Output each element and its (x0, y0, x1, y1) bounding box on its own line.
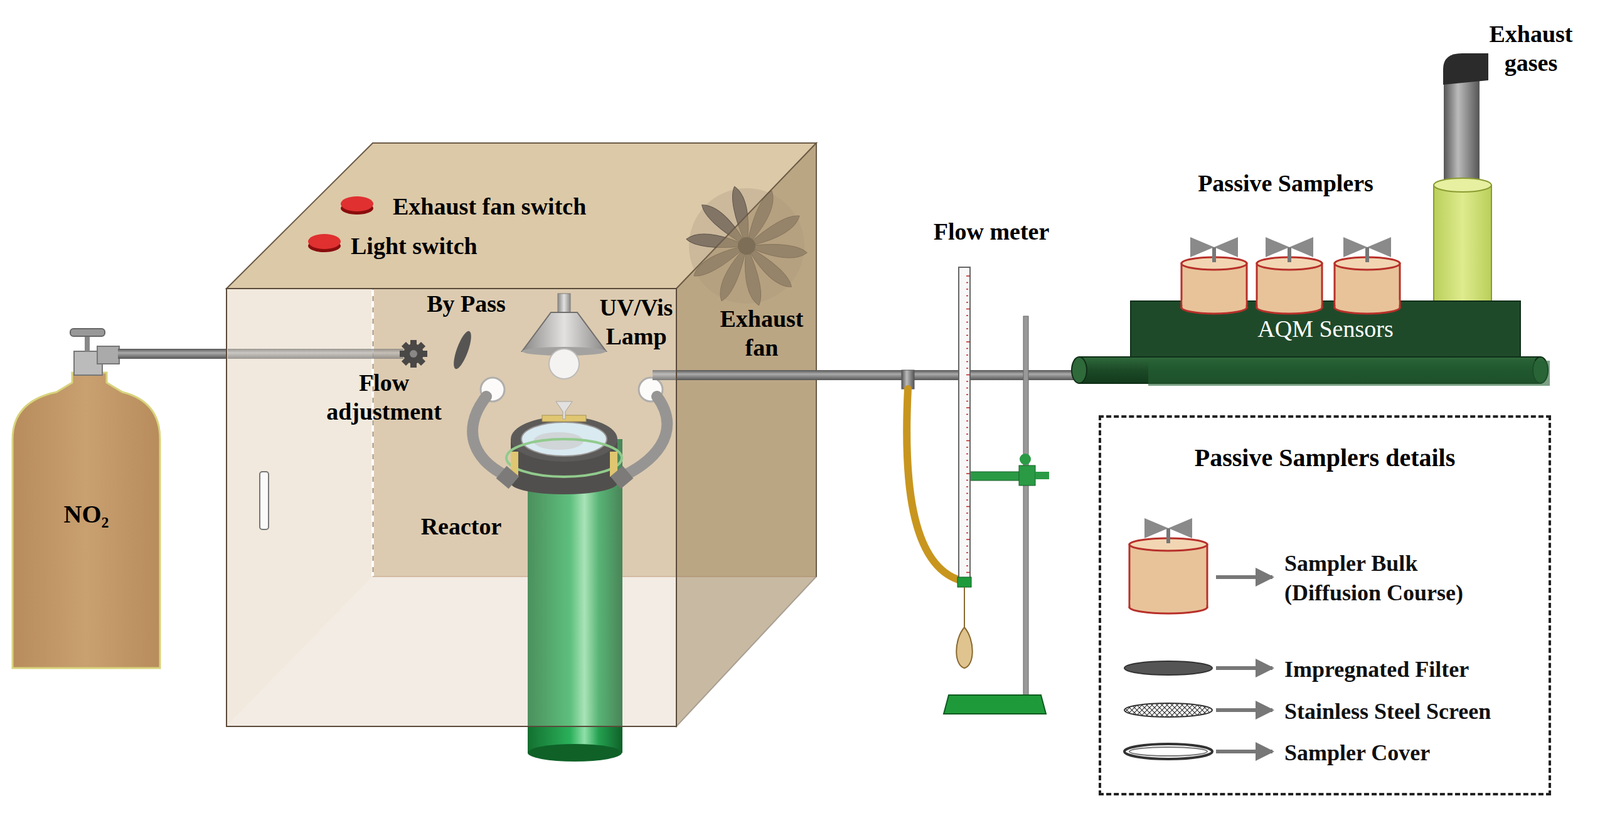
part-label: By Pass (426, 289, 506, 319)
part-label: Exhaust gases (1477, 20, 1585, 78)
legend-entry: Stainless Steel Screen (1284, 697, 1542, 727)
part-label: UV/Vis Lamp (592, 293, 681, 351)
legend-entry: Impregnated Filter (1284, 655, 1542, 685)
details-panel: Passive Samplers detailsSampler Bulk (Di… (1098, 415, 1552, 796)
part-label: Exhaust fan (714, 304, 809, 363)
part-label: Flow adjustment (321, 368, 447, 427)
gas-cylinder: NO₂ (12, 439, 160, 590)
part-label: Passive Samplers (1197, 169, 1374, 199)
node-label: AQM Sensors (1257, 314, 1393, 344)
sensor-bar: AQM Sensors (1130, 301, 1521, 358)
panel-heading: Passive Samplers details (1193, 442, 1457, 474)
legend-entry: Sampler Cover (1284, 738, 1542, 768)
part-label: Reactor (421, 512, 502, 542)
part-label: Flow meter (933, 217, 1050, 247)
part-label: Exhaust fan switch (392, 192, 587, 222)
legend-entry: Sampler Bulk (Diffusion Course) (1284, 549, 1492, 608)
part-label: Light switch (350, 232, 478, 262)
node-label: NO₂ (64, 499, 110, 530)
